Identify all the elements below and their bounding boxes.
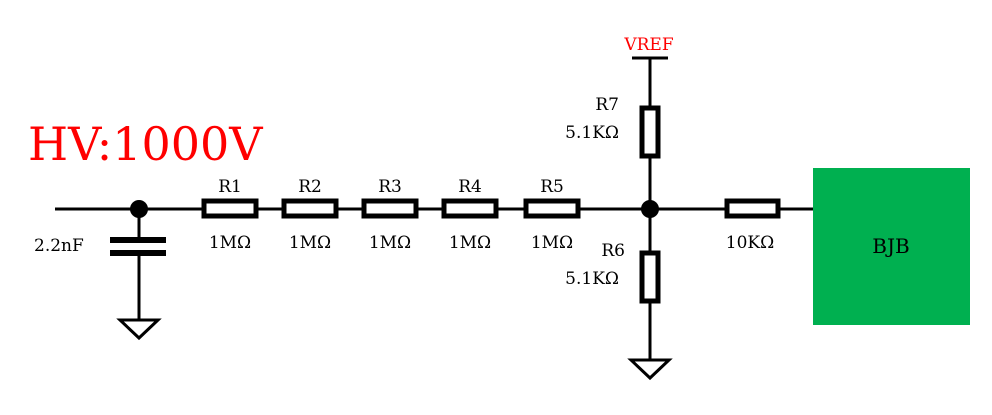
bjb-block xyxy=(813,168,970,325)
vref-label: VREF xyxy=(623,35,673,55)
resistor-value: 1MΩ xyxy=(531,233,573,253)
resistor-r6: R6 5.1KΩ xyxy=(565,241,661,304)
resistor-value: 1MΩ xyxy=(449,233,491,253)
resistor-value: 10KΩ xyxy=(726,233,774,253)
resistor-r4: R4 1MΩ xyxy=(441,177,499,253)
resistor-name: R5 xyxy=(540,177,564,197)
resistor-r7: R7 5.1KΩ xyxy=(565,95,661,159)
resistor-name: R4 xyxy=(458,177,482,197)
resistor-r3: R3 1MΩ xyxy=(361,177,419,253)
resistor-value: 5.1KΩ xyxy=(565,123,619,143)
bjb-label: BJB xyxy=(872,234,909,258)
resistor-name: R2 xyxy=(298,177,322,197)
resistor-name: R7 xyxy=(595,95,619,115)
ground-icon xyxy=(627,358,673,381)
capacitor-value: 2.2nF xyxy=(34,236,84,256)
resistor-r2: R2 1MΩ xyxy=(281,177,339,253)
resistor-r1: R1 1MΩ xyxy=(201,177,259,253)
resistor-name: R3 xyxy=(378,177,402,197)
resistor-name: R6 xyxy=(601,241,625,261)
resistor-value: 1MΩ xyxy=(209,233,251,253)
resistor-name: R1 xyxy=(218,177,242,197)
resistor-value: 5.1KΩ xyxy=(565,269,619,289)
resistor-r5: R5 1MΩ xyxy=(523,177,581,253)
resistor-value: 1MΩ xyxy=(289,233,331,253)
hv-label: HV:1000V xyxy=(28,117,263,171)
resistor-value: 1MΩ xyxy=(369,233,411,253)
ground-icon xyxy=(116,318,162,341)
resistor-10k: 10KΩ xyxy=(724,198,781,253)
